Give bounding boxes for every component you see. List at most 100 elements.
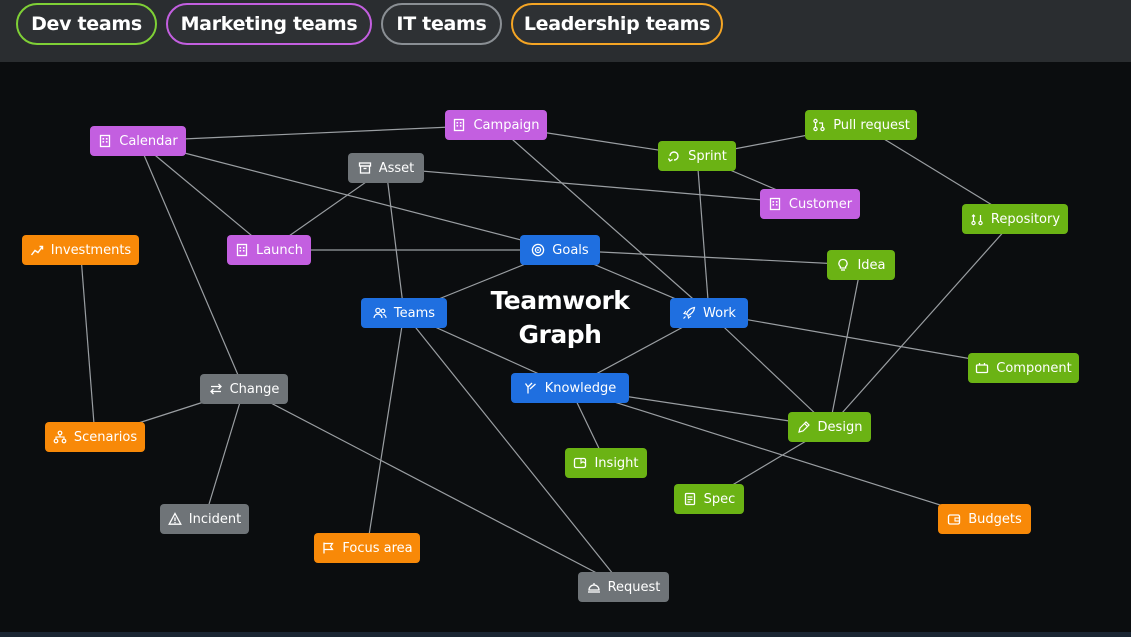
edge-calendar-launch: [137, 140, 270, 251]
node-label: Pull request: [833, 117, 910, 133]
node-label: Calendar: [119, 133, 178, 149]
node-label: Repository: [990, 211, 1061, 227]
node-label: Focus area: [342, 540, 413, 556]
warning-icon: [167, 512, 182, 525]
building-icon: [100, 134, 111, 148]
edge-change-incident: [203, 388, 245, 520]
node-spec[interactable]: Spec: [674, 484, 744, 514]
node-label: Sprint: [688, 148, 727, 164]
node-customer[interactable]: Customer: [760, 189, 860, 219]
wallet-icon: [948, 514, 961, 525]
node-budgets[interactable]: Budgets: [938, 504, 1031, 534]
swap-arrows-icon: [209, 383, 222, 395]
node-calendar[interactable]: Calendar: [90, 126, 186, 156]
graph-canvas: [0, 62, 1131, 632]
node-sprint[interactable]: Sprint: [658, 141, 736, 171]
node-focus-area[interactable]: Focus area: [314, 533, 420, 563]
node-label: Customer: [788, 196, 853, 212]
tab-marketing-teams[interactable]: Marketing teams: [166, 3, 372, 45]
node-label: Change: [229, 381, 280, 397]
node-label: Spec: [703, 491, 736, 507]
edge-investments-scenarios: [79, 249, 96, 438]
edge-repository-design: [829, 218, 1016, 428]
node-label: Teams: [393, 305, 436, 321]
edge-goals-idea: [559, 249, 862, 266]
edge-asset-customer: [385, 167, 811, 205]
node-knowledge[interactable]: Knowledge: [511, 373, 629, 403]
node-label: Request: [607, 579, 661, 595]
trend-chart-icon: [30, 245, 43, 256]
sprint-loop-icon: [668, 151, 679, 162]
node-label: Campaign: [473, 117, 540, 133]
edge-idea-design: [828, 264, 862, 428]
node-campaign[interactable]: Campaign: [445, 110, 547, 140]
node-label: Component: [996, 360, 1072, 376]
node-label: Knowledge: [544, 380, 617, 396]
building-icon: [769, 197, 781, 211]
edge-calendar-change: [137, 140, 245, 390]
node-label: Launch: [255, 242, 304, 258]
node-design[interactable]: Design: [788, 412, 871, 442]
building-icon: [454, 118, 465, 132]
edge-teams-request: [403, 312, 624, 588]
node-label: Idea: [857, 257, 886, 273]
node-label: Goals: [552, 242, 589, 258]
node-label: Asset: [378, 160, 415, 176]
lightbulb-icon: [838, 258, 849, 271]
node-label: Work: [703, 305, 736, 321]
target-icon: [532, 243, 545, 257]
hierarchy-icon: [53, 430, 67, 444]
node-scenarios[interactable]: Scenarios: [45, 422, 145, 452]
node-idea[interactable]: Idea: [827, 250, 895, 280]
node-teams[interactable]: Teams: [361, 298, 447, 328]
graph-title: Teamwork Graph: [470, 284, 650, 352]
node-label: Design: [817, 419, 863, 435]
node-repository[interactable]: Repository: [962, 204, 1068, 234]
edge-calendar-goals: [137, 140, 561, 251]
tab-dev-teams[interactable]: Dev teams: [16, 3, 157, 45]
rocket-icon: [683, 306, 696, 319]
document-icon: [684, 492, 695, 506]
edge-teams-focus_area: [366, 312, 405, 549]
building-icon: [236, 243, 248, 257]
node-label: Insight: [594, 455, 639, 471]
flag-icon: [323, 542, 334, 554]
tab-it-teams[interactable]: IT teams: [381, 3, 502, 45]
node-label: Budgets: [968, 511, 1022, 527]
pull-request-icon: [813, 118, 825, 132]
people-icon: [373, 307, 387, 319]
graph-title-line1: Teamwork: [490, 286, 630, 315]
node-insight[interactable]: Insight: [565, 448, 647, 478]
team-filter-bar: Dev teams Marketing teams IT teams Leade…: [0, 0, 1131, 62]
tab-leadership-teams[interactable]: Leadership teams: [511, 3, 723, 45]
node-launch[interactable]: Launch: [227, 235, 311, 265]
node-label: Incident: [188, 511, 242, 527]
tab-label: Marketing teams: [180, 13, 358, 35]
node-goals[interactable]: Goals: [520, 235, 600, 265]
edge-work-design: [708, 312, 830, 428]
edge-sprint-work: [696, 155, 710, 314]
pen-icon: [797, 421, 810, 433]
component-icon: [976, 363, 989, 374]
edge-change-request: [243, 388, 624, 588]
node-label: Investments: [50, 242, 132, 258]
edge-knowledge-budgets: [569, 387, 985, 520]
edge-pull_request-repository: [860, 124, 1016, 220]
bottom-strip: [0, 632, 1131, 637]
node-work[interactable]: Work: [670, 298, 748, 328]
node-request[interactable]: Request: [578, 572, 669, 602]
archive-icon: [358, 162, 371, 174]
tab-label: Leadership teams: [523, 13, 711, 35]
graph-title-line2: Graph: [518, 320, 602, 349]
node-component[interactable]: Component: [968, 353, 1079, 383]
node-incident[interactable]: Incident: [160, 504, 249, 534]
edge-campaign-work: [495, 124, 710, 314]
node-label: Scenarios: [73, 429, 138, 445]
node-pull-request[interactable]: Pull request: [805, 110, 917, 140]
edge-asset-teams: [385, 167, 405, 314]
node-change[interactable]: Change: [200, 374, 288, 404]
node-asset[interactable]: Asset: [348, 153, 424, 183]
node-investments[interactable]: Investments: [22, 235, 139, 265]
repository-icon: [971, 214, 983, 226]
edge-calendar-campaign: [137, 124, 497, 142]
